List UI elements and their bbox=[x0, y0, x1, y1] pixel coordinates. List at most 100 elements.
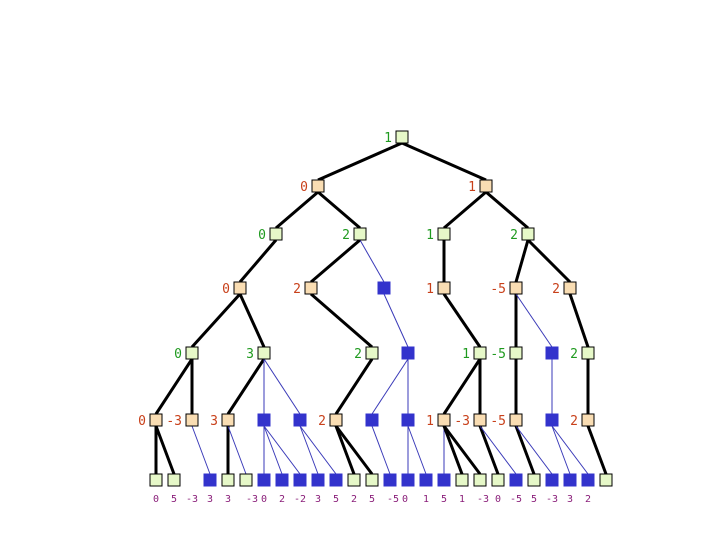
min-node bbox=[311, 179, 325, 193]
node-value: 2 bbox=[552, 282, 560, 297]
pruned-leaf bbox=[509, 473, 523, 487]
node-value: 0 bbox=[300, 180, 308, 195]
node-value: 0 bbox=[138, 414, 146, 429]
min-node bbox=[563, 281, 577, 295]
node-value: -5 bbox=[490, 282, 506, 297]
leaf-node bbox=[473, 473, 487, 487]
pruned-leaf bbox=[383, 473, 397, 487]
leaf-edge bbox=[442, 425, 482, 475]
node-value: -3 bbox=[166, 414, 182, 429]
leaf-value: 3 bbox=[315, 494, 321, 505]
min-node bbox=[437, 281, 451, 295]
node-value: -3 bbox=[454, 414, 470, 429]
min-node bbox=[233, 281, 247, 295]
leaf-value: 2 bbox=[279, 494, 285, 505]
pruned-leaf bbox=[545, 473, 559, 487]
pruned-leaf bbox=[293, 473, 307, 487]
node-value: -5 bbox=[490, 414, 506, 429]
leaf-value: 5 bbox=[369, 494, 375, 505]
tree-edge bbox=[442, 293, 482, 348]
nodes bbox=[149, 130, 613, 487]
leaf-edge bbox=[263, 425, 301, 475]
pruned-node bbox=[365, 413, 379, 427]
pruned-leaf bbox=[311, 473, 325, 487]
leaf-value: 5 bbox=[531, 494, 537, 505]
min-node bbox=[479, 179, 493, 193]
node-value: -5 bbox=[490, 347, 506, 362]
max-node bbox=[521, 227, 535, 241]
leaf-value: 3 bbox=[207, 494, 213, 505]
leaf-value: 5 bbox=[333, 494, 339, 505]
pruned-leaf bbox=[275, 473, 289, 487]
leaf-edge bbox=[407, 425, 427, 475]
tree-edge bbox=[317, 190, 361, 230]
min-node bbox=[185, 413, 199, 427]
max-node bbox=[473, 346, 487, 360]
pruned-leaf bbox=[437, 473, 451, 487]
min-node bbox=[509, 281, 523, 295]
min-node bbox=[437, 413, 451, 427]
node-value: 1 bbox=[426, 414, 434, 429]
leaf-value: -5 bbox=[510, 494, 522, 505]
leaf-edge bbox=[263, 425, 283, 475]
leaf-value: -3 bbox=[246, 494, 258, 505]
pruned-node bbox=[293, 413, 307, 427]
tree-edge bbox=[485, 190, 529, 230]
leaf-value: -5 bbox=[387, 494, 399, 505]
leaf-value: 1 bbox=[423, 494, 429, 505]
edges bbox=[154, 141, 608, 475]
node-value: 3 bbox=[246, 347, 254, 362]
leaf-node bbox=[491, 473, 505, 487]
leaf-node bbox=[365, 473, 379, 487]
leaf-value: -2 bbox=[294, 494, 306, 505]
tree-edge bbox=[263, 358, 301, 415]
pruned-leaf bbox=[401, 473, 415, 487]
node-value: 1 bbox=[384, 131, 392, 146]
leaf-value: 5 bbox=[441, 494, 447, 505]
node-value: 2 bbox=[354, 347, 362, 362]
tree-edge bbox=[238, 239, 278, 283]
leaf-edge bbox=[334, 425, 374, 475]
min-node bbox=[221, 413, 235, 427]
max-node bbox=[437, 227, 451, 241]
max-node bbox=[353, 227, 367, 241]
leaf-edge bbox=[371, 425, 391, 475]
leaf-edge bbox=[478, 425, 500, 475]
tree-edge bbox=[310, 292, 373, 349]
node-value: 2 bbox=[510, 228, 518, 243]
min-node bbox=[581, 413, 595, 427]
node-value: 1 bbox=[462, 347, 470, 362]
pruned-node bbox=[545, 346, 559, 360]
leaf-value: 2 bbox=[351, 494, 357, 505]
leaf-edge bbox=[227, 425, 247, 475]
tree-edge bbox=[275, 190, 319, 230]
max-node bbox=[581, 346, 595, 360]
leaf-value: 0 bbox=[153, 494, 159, 505]
tree-edge bbox=[310, 238, 361, 284]
leaf-value: 0 bbox=[261, 494, 267, 505]
pruned-leaf bbox=[329, 473, 343, 487]
leaf-value: 2 bbox=[585, 494, 591, 505]
pruned-node bbox=[257, 413, 271, 427]
tree-edge bbox=[334, 358, 374, 415]
node-value: 0 bbox=[174, 347, 182, 362]
max-node bbox=[185, 346, 199, 360]
leaf-node bbox=[347, 473, 361, 487]
pruned-node bbox=[545, 413, 559, 427]
leaf-node bbox=[167, 473, 181, 487]
leaf-node bbox=[527, 473, 541, 487]
node-value: 1 bbox=[426, 282, 434, 297]
tree-edge bbox=[371, 358, 409, 415]
min-node bbox=[329, 413, 343, 427]
leaf-value: 3 bbox=[225, 494, 231, 505]
max-node bbox=[257, 346, 271, 360]
leaf-edge bbox=[299, 425, 337, 475]
tree-edge bbox=[238, 293, 266, 348]
max-node bbox=[365, 346, 379, 360]
min-node bbox=[149, 413, 163, 427]
leaf-node bbox=[239, 473, 253, 487]
leaf-value: 5 bbox=[171, 494, 177, 505]
pruned-leaf bbox=[563, 473, 577, 487]
